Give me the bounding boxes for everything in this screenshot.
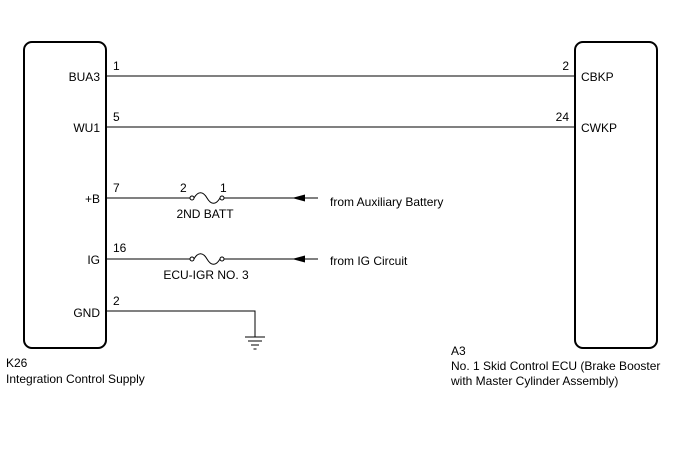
left-component-code: K26: [6, 356, 28, 370]
fuse-icon: [189, 253, 225, 265]
fuse-pin-left-2nd-batt: 2: [180, 181, 187, 195]
left-terminal-gnd: GND: [73, 306, 100, 320]
left-terminal-bua3: BUA3: [69, 70, 101, 84]
right-terminal-cbkp: CBKP: [581, 70, 614, 84]
fuse-pin-right-2nd-batt: 1: [220, 181, 227, 195]
left-pin-gnd: 2: [113, 294, 120, 308]
right-terminal-cwkp: CWKP: [581, 121, 617, 135]
left-pin-wu1: 5: [113, 110, 120, 124]
left-terminal-plus-b: +B: [85, 192, 100, 206]
left-component-box: [23, 41, 107, 349]
left-pin-ig: 16: [113, 241, 127, 255]
right-pin-cwkp: 24: [556, 110, 570, 124]
source-auxiliary-battery: from Auxiliary Battery: [330, 195, 443, 209]
fuse-icon: [189, 192, 225, 204]
fuse-name-2nd-batt: 2ND BATT: [176, 207, 234, 221]
arrow-left-icon: [292, 255, 305, 263]
right-component-box: [574, 41, 658, 349]
right-component-name-line2: with Master Cylinder Assembly): [450, 374, 618, 388]
fuse-name-ecu-igr: ECU-IGR NO. 3: [163, 268, 249, 282]
right-component-code: A3: [451, 344, 466, 358]
left-pin-plus-b: 7: [113, 181, 120, 195]
ground-symbol-icon: [245, 336, 265, 350]
left-terminal-ig: IG: [87, 253, 100, 267]
left-component-name: Integration Control Supply: [6, 372, 145, 386]
left-pin-bua3: 1: [113, 59, 120, 73]
source-ig-circuit: from IG Circuit: [330, 254, 408, 268]
wire-gnd: [106, 310, 256, 337]
left-terminal-wu1: WU1: [73, 121, 100, 135]
arrow-left-icon: [292, 194, 305, 202]
right-pin-cbkp: 2: [562, 59, 569, 73]
right-component-name-line1: No. 1 Skid Control ECU (Brake Booster: [451, 359, 660, 373]
